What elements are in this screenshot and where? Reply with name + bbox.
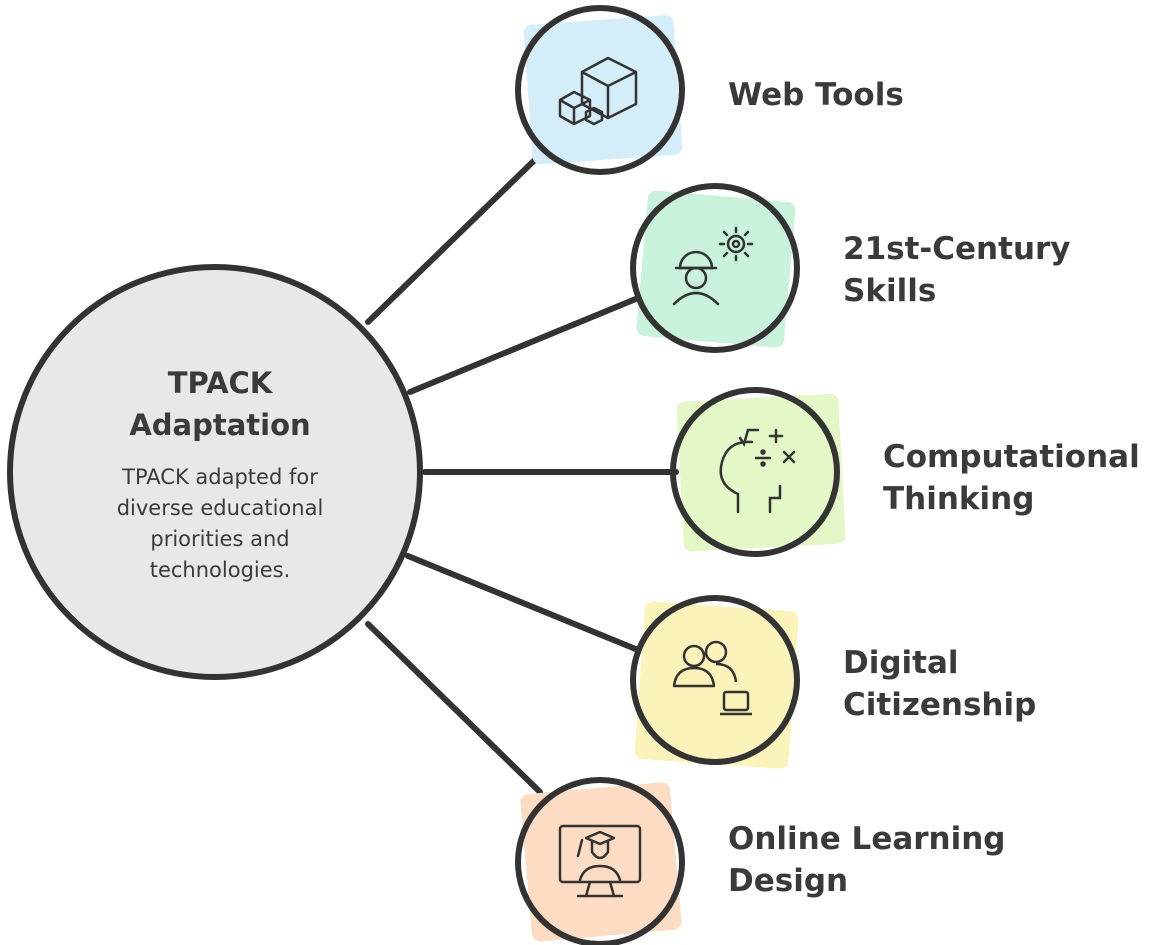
- head-math-icon: [719, 428, 796, 514]
- center-title: TPACK Adaptation: [129, 366, 311, 442]
- computational-highlight: [676, 393, 846, 552]
- center-circle: [7, 264, 423, 680]
- node-online-learning-design: [515, 777, 685, 945]
- label-web-tools: Web Tools: [728, 77, 904, 113]
- connector-digital-citizenship: [405, 553, 641, 653]
- center-node: [7, 264, 423, 680]
- citizenship-highlight: [634, 601, 799, 769]
- label-21st-century-skills: 21st-Century Skills: [843, 231, 1071, 309]
- web-tools-highlight: [523, 15, 683, 165]
- skills-circle: [630, 183, 800, 353]
- node-digital-citizenship: [630, 595, 800, 769]
- worker-gear-icon: [672, 226, 754, 306]
- connector-web-tools: [365, 147, 548, 325]
- label-online-learning-design: Online Learning Design: [728, 821, 1006, 899]
- label-digital-citizenship: Digital Citizenship: [843, 645, 1037, 723]
- cubes-icon: [558, 56, 638, 126]
- connector-21st-century-skills: [407, 295, 641, 395]
- web-tools-circle: [515, 5, 685, 175]
- node-21st-century-skills: [630, 183, 800, 353]
- citizenship-circle: [630, 595, 800, 765]
- users-laptop-icon: [672, 640, 752, 716]
- node-web-tools: [515, 5, 685, 175]
- label-computational-thinking: Computational Thinking: [883, 439, 1140, 517]
- online-highlight: [520, 782, 682, 942]
- online-circle: [515, 777, 685, 945]
- connector-online-learning-design: [365, 621, 543, 795]
- graduate-monitor-icon: [558, 824, 642, 898]
- connectors: [365, 147, 679, 795]
- node-computational-thinking: [670, 387, 846, 557]
- center-description: TPACK adapted for diverse educational pr…: [116, 465, 324, 582]
- computational-circle: [670, 387, 840, 557]
